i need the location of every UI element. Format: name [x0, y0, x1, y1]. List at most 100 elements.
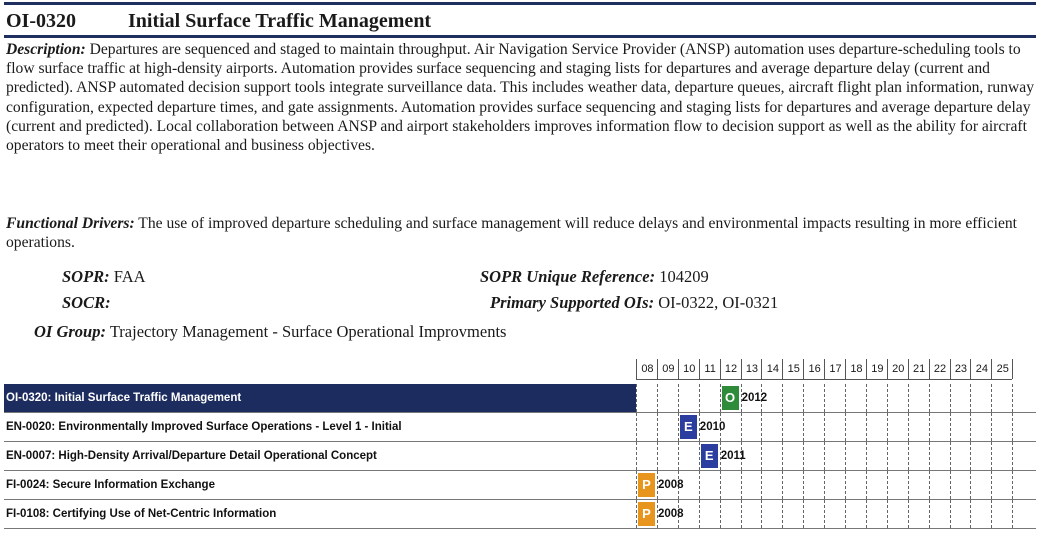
grid-line [845, 413, 846, 441]
grid-line [991, 413, 993, 441]
grid-line [656, 442, 658, 470]
grid-line [970, 442, 972, 470]
grid-line [719, 384, 721, 412]
grid-line [656, 384, 658, 412]
milestone-year: 2010 [699, 421, 726, 433]
grid-line [865, 471, 867, 499]
grid-line [886, 384, 888, 412]
year-header: 11 [698, 359, 721, 379]
grid-line [740, 413, 742, 441]
grid-line [782, 413, 784, 441]
socr: SOCR: [62, 293, 111, 313]
year-header: 23 [949, 359, 972, 379]
grid-line [636, 500, 637, 528]
primary-supported-ois: Primary Supported OIs: OI-0322, OI-0321 [490, 293, 778, 313]
group-value: Trajectory Management - Surface Operatio… [109, 322, 507, 341]
grid-line [886, 471, 888, 499]
timeline-row-label: FI-0024: Secure Information Exchange [6, 479, 215, 491]
grid-line [949, 413, 951, 441]
timeline-row: EN-0020: Environmentally Improved Surfac… [4, 413, 1036, 442]
grid-line [656, 413, 658, 441]
grid-line [824, 471, 826, 499]
grid-line [865, 500, 867, 528]
grid-line [803, 442, 805, 470]
grid-line [1012, 500, 1014, 528]
oi-id: OI-0320 [6, 10, 76, 32]
milestone-marker: P [638, 473, 655, 497]
grid-line [761, 471, 763, 499]
grid-line [782, 500, 784, 528]
milestone-marker: O [721, 386, 739, 410]
grid-line [803, 500, 805, 528]
grid-line [907, 500, 909, 528]
grid-line [970, 413, 972, 441]
timeline-row-label: OI-0320: Initial Surface Traffic Managem… [4, 384, 636, 412]
grid-line [907, 442, 909, 470]
year-header: 21 [907, 359, 930, 379]
year-header: 18 [845, 359, 867, 379]
grid-line [803, 471, 805, 499]
primary-value: OI-0322, OI-0321 [658, 293, 779, 312]
grid-line [928, 442, 930, 470]
sopr: SOPR: FAA [62, 267, 146, 287]
grid-line [803, 384, 805, 412]
year-header: 24 [970, 359, 992, 379]
grid-line [636, 442, 637, 470]
grid-line [698, 413, 700, 441]
sopr-label: SOPR: [62, 267, 110, 286]
milestone-year: 2008 [658, 479, 684, 491]
year-header: 25 [991, 359, 1013, 379]
timeline-header-rule [636, 379, 1013, 380]
description: Description: Departures are sequenced an… [6, 40, 1034, 155]
socr-label: SOCR: [62, 293, 111, 312]
timeline-row: OI-0320: Initial Surface Traffic Managem… [4, 384, 1036, 413]
year-header: 16 [803, 359, 825, 379]
year-header: 12 [719, 359, 742, 379]
grid-line [928, 500, 930, 528]
milestone-marker: E [679, 415, 697, 439]
grid-line [740, 500, 742, 528]
year-header: 17 [824, 359, 846, 379]
sopr-ref-label: SOPR Unique Reference: [480, 267, 656, 286]
oi-title: Initial Surface Traffic Management [128, 10, 432, 32]
oi-header: OI-0320 Initial Surface Traffic Managemen… [6, 10, 431, 33]
grid-line [761, 500, 763, 528]
grid-line [970, 500, 972, 528]
grid-line [886, 413, 888, 441]
grid-line [719, 500, 721, 528]
grid-line [782, 442, 784, 470]
grid-line [865, 442, 867, 470]
grid-line [991, 442, 993, 470]
milestone-year: 2012 [741, 392, 768, 404]
grid-line [698, 384, 700, 412]
grid-line [824, 500, 826, 528]
grid-line [719, 442, 721, 470]
grid-line [636, 471, 637, 499]
year-header: 09 [656, 359, 679, 379]
sopr-ref-value: 104209 [659, 267, 709, 286]
grid-line [991, 384, 993, 412]
grid-line [656, 471, 658, 499]
grid-line [949, 500, 951, 528]
grid-line [928, 413, 930, 441]
milestone-marker: P [638, 502, 655, 526]
year-header: 22 [928, 359, 951, 379]
drivers-label: Functional Drivers: [6, 215, 135, 232]
grid-line [970, 384, 972, 412]
grid-line [886, 500, 888, 528]
grid-line [1012, 442, 1014, 470]
year-header: 10 [677, 359, 700, 379]
timeline-row: EN-0007: High-Density Arrival/Departure … [4, 442, 1036, 471]
timeline-row-label: EN-0020: Environmentally Improved Surfac… [6, 421, 402, 433]
grid-line [928, 384, 930, 412]
grid-line [824, 384, 826, 412]
grid-line [636, 384, 637, 412]
group-label: OI Group: [34, 322, 106, 341]
drivers-text: The use of improved departure scheduling… [6, 215, 1018, 252]
grid-line [907, 384, 909, 412]
grid-line [845, 442, 846, 470]
grid-line [824, 442, 826, 470]
grid-line [907, 471, 909, 499]
sopr-value: FAA [113, 267, 146, 286]
grid-line [719, 471, 721, 499]
